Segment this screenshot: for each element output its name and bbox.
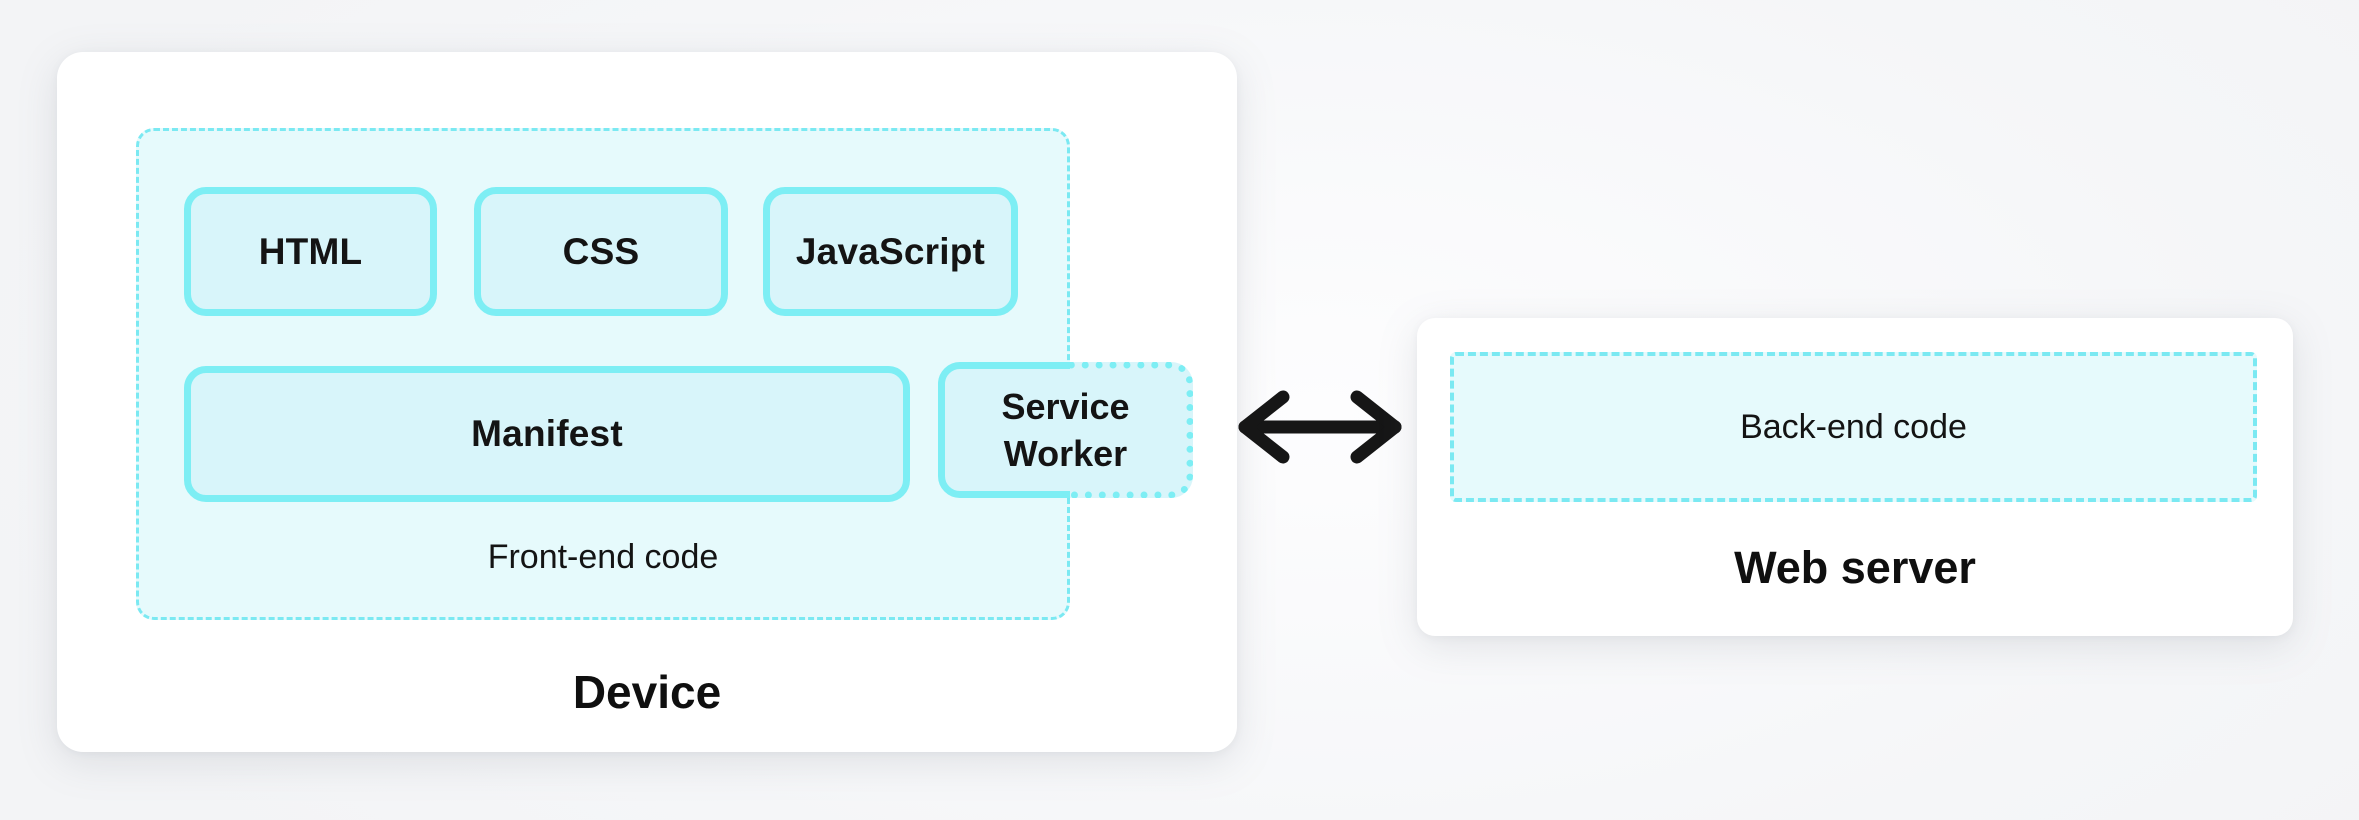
web-server-card: Back-end code Web server bbox=[1417, 318, 2293, 636]
manifest-box-label: Manifest bbox=[471, 413, 623, 454]
manifest-box: Manifest bbox=[184, 366, 910, 502]
css-box-label: CSS bbox=[562, 230, 640, 272]
backend-code-label: Back-end code bbox=[1740, 407, 1967, 446]
javascript-box-label: JavaScript bbox=[795, 230, 986, 272]
device-card: HTML CSS JavaScript Manifest Front-end c… bbox=[57, 52, 1237, 752]
service-worker-box: Service Worker bbox=[938, 362, 1193, 498]
device-title: Device bbox=[572, 666, 722, 718]
backend-code-panel: Back-end code bbox=[1450, 352, 2257, 502]
frontend-code-panel: HTML CSS JavaScript Manifest Front-end c… bbox=[136, 128, 1070, 620]
web-server-title: Web server bbox=[1734, 542, 1976, 593]
html-box-label: HTML bbox=[258, 230, 363, 272]
css-box: CSS bbox=[474, 187, 728, 316]
html-box: HTML bbox=[184, 187, 437, 316]
bidirectional-arrow-icon bbox=[1238, 390, 1402, 464]
frontend-code-label: Front-end code bbox=[487, 538, 719, 576]
service-worker-box-label: Service Worker bbox=[1001, 386, 1130, 474]
javascript-box: JavaScript bbox=[763, 187, 1018, 316]
